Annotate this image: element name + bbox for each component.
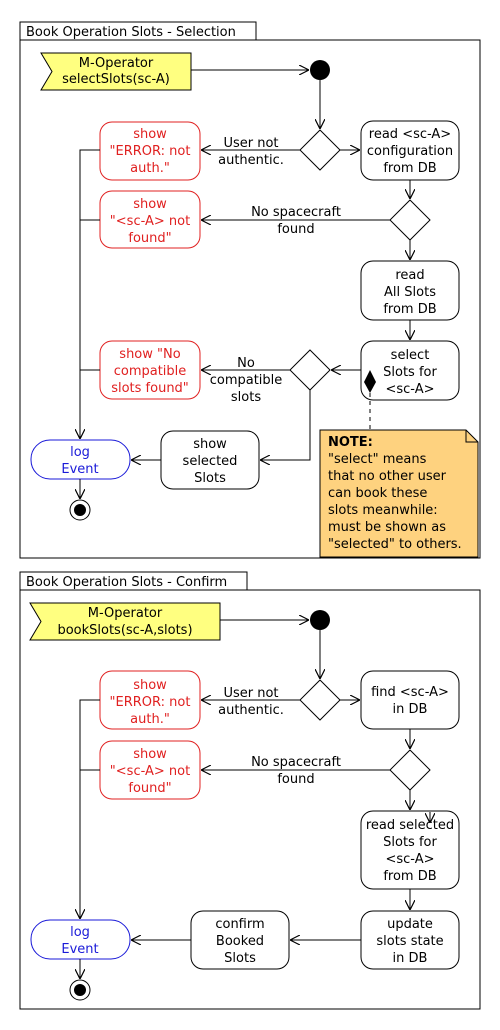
selection-label-not-auth-2: authentic. [218,153,284,168]
selection-note-fold [465,430,478,443]
selection-error-auth-box [99,121,201,181]
selection-title: Book Operation Slots - Selection [26,25,236,40]
confirm-find-line1: find <sc-A> [371,685,449,700]
confirm-read-selected-line3: <sc-A> [385,852,434,867]
confirm-error-auth-line1: show [133,678,167,693]
selection-label-no-compat-1: No [237,356,255,371]
selection-note-line2: that no other user [328,469,447,484]
selection-spacecraft-decision [389,199,431,241]
selection-show-selected-line2: selected [183,454,238,469]
selection-label-no-compat-2: compatible [210,373,283,388]
confirm-signal [29,602,221,641]
confirm-read-selected-line4: from DB [383,869,436,884]
selection-select-slots-line1: select [391,348,430,363]
selection-signal [40,52,192,91]
confirm-flow-error-log [80,699,100,918]
confirm-read-selected-line1: read selected [366,818,454,833]
selection-label-no-compat-3: slots [231,390,261,405]
selection-auth-decision [299,129,341,171]
selection-show-selected-line1: show [193,437,227,452]
selection-note-anchor [364,370,376,393]
selection-error-auth-line1: show [133,127,167,142]
confirm-booked-line3: Slots [224,951,256,966]
selection-label-no-sc-1: No spacecraft [251,205,341,220]
selection-error-auth-line2: "ERROR: not [110,144,191,159]
confirm-booked-line1: confirm [215,917,264,932]
selection-log-line2: Event [61,462,98,477]
selection-note-line5: must be shown as [328,520,446,535]
selection-diagram: Book Operation Slots - Selection M-Opera… [19,21,481,559]
confirm-diagram: Book Operation Slots - Confirm M-Operato… [19,571,481,1010]
selection-note-line1: "select" means [328,452,427,467]
confirm-error-notfound-line1: show [133,747,167,762]
selection-label-no-sc-2: found [277,222,314,237]
confirm-booked-line2: Booked [216,934,264,949]
confirm-read-selected-line2: Slots for [383,835,437,850]
confirm-spacecraft-decision [389,749,431,791]
selection-flow-error-log [80,149,100,438]
confirm-update-line1: update [387,917,433,932]
selection-error-notfound-line3: found" [128,231,171,246]
confirm-label-no-sc-1: No spacecraft [251,755,341,770]
selection-error-nocompat-line1: show "No [119,347,180,362]
selection-show-selected-line3: Slots [194,471,226,486]
confirm-signal-line1: M-Operator [88,606,163,621]
selection-select-slots-line3: <sc-A> [385,382,434,397]
selection-note-title: NOTE: [328,435,373,450]
selection-read-config-line1: read <sc-A> [369,127,451,142]
selection-flow-dec3-show [261,390,311,460]
selection-start-node [310,60,330,80]
selection-select-slots-line2: Slots for [383,365,437,380]
confirm-log-line2: Event [61,942,98,957]
selection-read-config-line3: from DB [383,161,436,176]
selection-log-line1: log [70,445,90,460]
selection-error-notfound-line1: show [133,197,167,212]
selection-error-nocompat-line3: slots found" [111,381,189,396]
confirm-update-line2: slots state [376,934,443,949]
confirm-frame [19,589,481,1010]
selection-title-tab [19,21,257,41]
confirm-find-box [360,670,460,730]
selection-note-line6: "selected" to others. [328,537,462,552]
selection-read-config-line2: configuration [367,144,453,159]
confirm-title: Book Operation Slots - Confirm [26,575,227,590]
selection-signal-line1: M-Operator [79,56,154,71]
confirm-error-notfound-line3: found" [128,781,171,796]
confirm-auth-decision [299,679,341,721]
selection-read-all-line1: read [395,268,424,283]
selection-note-line4: slots meanwhile: [328,503,438,518]
confirm-title-tab [19,571,248,591]
selection-note-line3: can book these [328,486,427,501]
confirm-find-line2: in DB [393,702,428,717]
confirm-error-auth-line2: "ERROR: not [110,695,191,710]
confirm-error-notfound-line2: "<sc-A> not [110,764,190,779]
selection-end-node-inner [74,504,86,516]
selection-label-not-auth-1: User not [223,136,278,151]
confirm-end-node-inner [74,984,86,996]
selection-read-all-line2: All Slots [384,285,436,300]
selection-error-nocompat-line2: compatible [114,364,187,379]
confirm-error-auth-line3: auth." [130,712,170,727]
confirm-label-no-sc-2: found [277,772,314,787]
selection-error-notfound-line2: "<sc-A> not [110,214,190,229]
confirm-label-not-auth-2: authentic. [218,703,284,718]
confirm-start-node [310,610,330,630]
confirm-update-line3: in DB [393,951,428,966]
selection-compatible-decision [289,349,331,391]
selection-read-all-line3: from DB [383,302,436,317]
confirm-label-not-auth-1: User not [223,686,278,701]
selection-note [319,429,479,558]
confirm-signal-line2: bookSlots(sc-A,slots) [57,623,192,638]
selection-signal-line2: selectSlots(sc-A) [62,72,170,87]
confirm-log-line1: log [70,925,90,940]
selection-error-auth-line3: auth." [130,161,170,176]
